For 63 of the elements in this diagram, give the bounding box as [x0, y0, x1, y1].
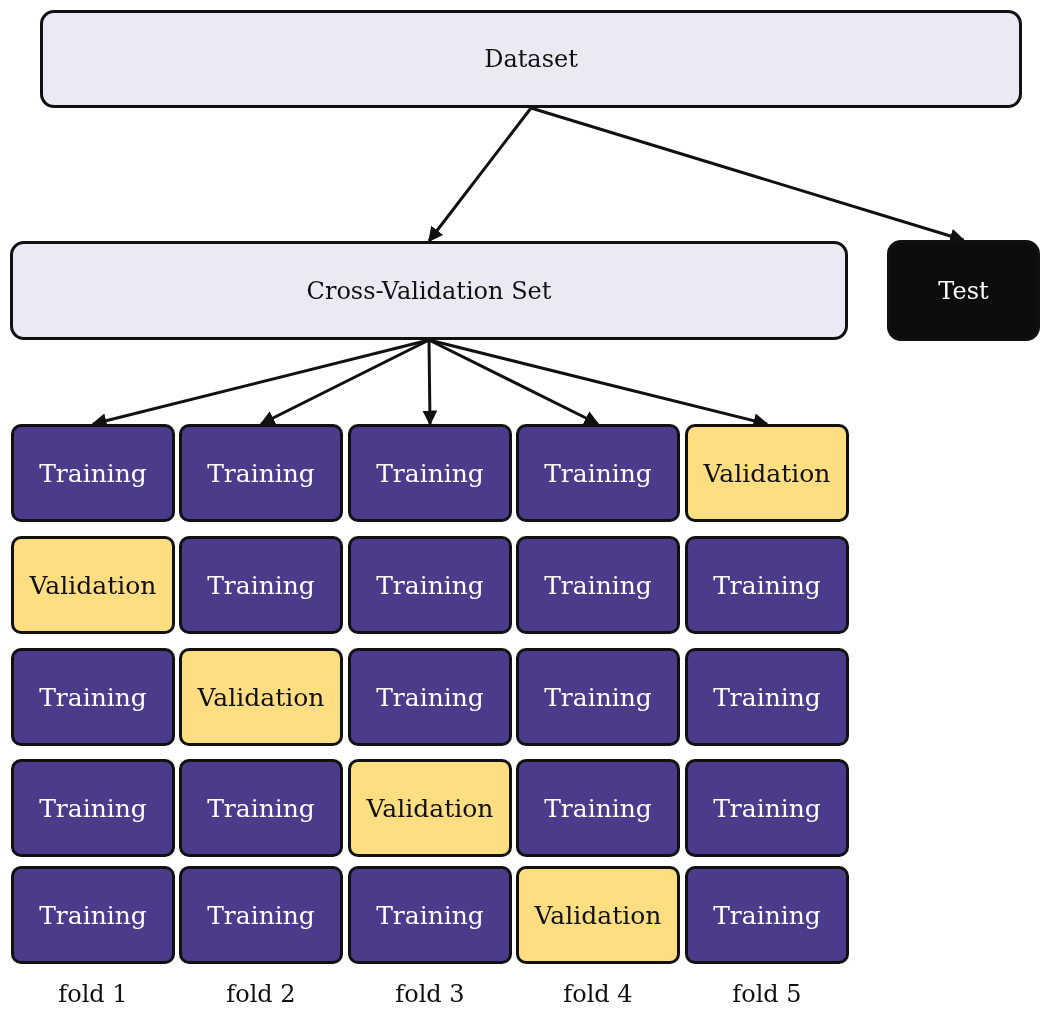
training-block	[179, 424, 343, 522]
node-label: Training	[207, 458, 315, 488]
fold-label: fold 5	[731, 980, 803, 1008]
node-label: Validation	[197, 682, 325, 712]
training-block	[685, 759, 849, 857]
arrow	[422, 340, 438, 426]
node-label: Training	[544, 682, 652, 712]
node-label: Training	[376, 682, 484, 712]
training-block	[11, 424, 175, 522]
training-block	[179, 759, 343, 857]
node-label: Training	[544, 570, 652, 600]
fold-label: fold 3	[394, 980, 466, 1008]
node-label: Training	[544, 793, 652, 823]
training-block	[685, 648, 849, 746]
validation-block	[179, 648, 343, 746]
training-block	[516, 424, 680, 522]
node-label: Training	[376, 458, 484, 488]
training-block	[179, 536, 343, 634]
node-label: Training	[39, 682, 147, 712]
training-block	[11, 648, 175, 746]
node-label: Training	[713, 900, 821, 930]
training-block	[685, 536, 849, 634]
training-block	[348, 536, 512, 634]
training-block	[685, 866, 849, 964]
node-label: Training	[39, 793, 147, 823]
process-box	[10, 241, 848, 340]
training-block	[11, 866, 175, 964]
validation-block	[516, 866, 680, 964]
training-block	[516, 648, 680, 746]
node-label: Training	[376, 570, 484, 600]
node-label: Training	[207, 900, 315, 930]
training-block	[179, 866, 343, 964]
node-label: Training	[39, 900, 147, 930]
node-label: Validation	[366, 793, 494, 823]
fold-label: fold 2	[225, 980, 297, 1008]
training-block	[516, 759, 680, 857]
validation-block	[685, 424, 849, 522]
validation-block	[11, 536, 175, 634]
node-label: Validation	[29, 570, 157, 600]
training-block	[348, 424, 512, 522]
validation-block	[348, 759, 512, 857]
node-label: Training	[713, 793, 821, 823]
training-block	[348, 866, 512, 964]
fold-label: fold 1	[57, 980, 129, 1008]
training-block	[348, 648, 512, 746]
arrow	[427, 107, 533, 243]
node-label: Training	[207, 793, 315, 823]
node-label: Test	[938, 276, 989, 305]
process-box	[40, 10, 1022, 108]
node-label: Training	[376, 900, 484, 930]
node-label: Cross-Validation Set	[306, 276, 552, 305]
node-label: Validation	[534, 900, 662, 930]
node-label: Training	[544, 458, 652, 488]
node-label: Training	[713, 570, 821, 600]
node-label: Training	[713, 682, 821, 712]
node-label: Training	[207, 570, 315, 600]
training-block	[11, 759, 175, 857]
fold-label: fold 4	[562, 980, 634, 1008]
node-label: Training	[39, 458, 147, 488]
training-block	[516, 536, 680, 634]
node-label: Dataset	[484, 45, 578, 73]
node-label: Validation	[703, 458, 831, 488]
process-box	[887, 240, 1040, 341]
